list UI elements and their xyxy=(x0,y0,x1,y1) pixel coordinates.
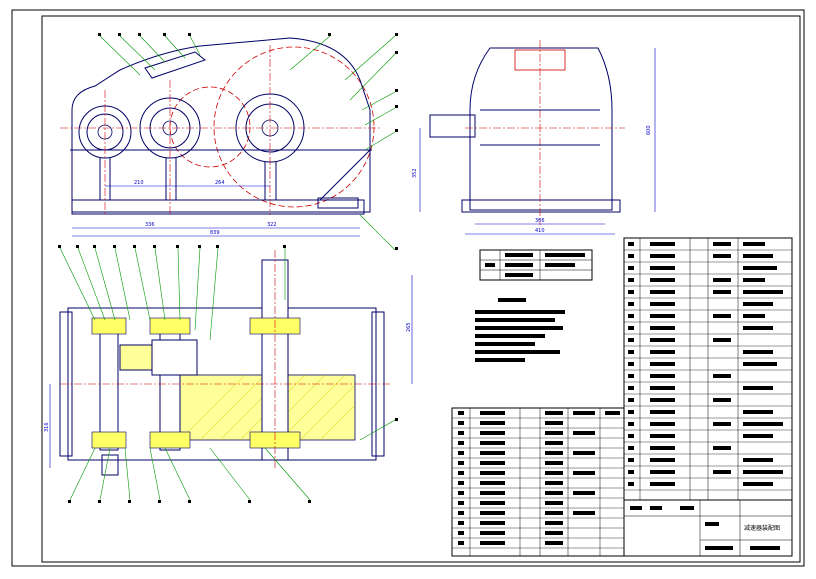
dim-410: 410 xyxy=(535,228,545,234)
characteristics-table xyxy=(479,249,593,281)
front-view: 210 264 336 322 839 xyxy=(60,33,398,251)
dim-366: 366 xyxy=(535,218,545,224)
front-view-balloons xyxy=(98,33,398,250)
dim-265: 265 xyxy=(406,322,412,332)
top-view-leaders xyxy=(59,247,396,501)
large-gear-pitch-circle xyxy=(213,46,375,208)
dim-210: 210 xyxy=(134,180,144,186)
dim-352: 352 xyxy=(412,168,418,178)
bearings xyxy=(91,317,301,449)
base-flange xyxy=(71,199,365,215)
top-view-balloons xyxy=(58,245,398,503)
dim-839: 839 xyxy=(210,230,220,236)
parts-list-upper xyxy=(623,237,793,501)
front-view-leaders xyxy=(99,35,396,251)
dim-264: 264 xyxy=(215,180,225,186)
housing-outline xyxy=(71,37,371,213)
outer-border xyxy=(11,9,805,567)
parts-list-lower xyxy=(451,407,625,557)
side-housing xyxy=(469,47,613,211)
top-view: 265 316 xyxy=(44,245,413,503)
technical-requirements xyxy=(475,298,565,362)
parts-list-lower-rows xyxy=(452,417,624,549)
inner-frame xyxy=(41,15,801,563)
dim-322: 322 xyxy=(267,222,277,228)
dim-336: 336 xyxy=(145,222,155,228)
drawing-title: 减速器装配图 xyxy=(744,524,780,532)
title-block: 减速器装配图 xyxy=(623,499,793,557)
dim-600: 600 xyxy=(646,125,652,135)
dim-316: 316 xyxy=(44,422,50,432)
side-view: 600 352 366 410 xyxy=(412,40,656,235)
